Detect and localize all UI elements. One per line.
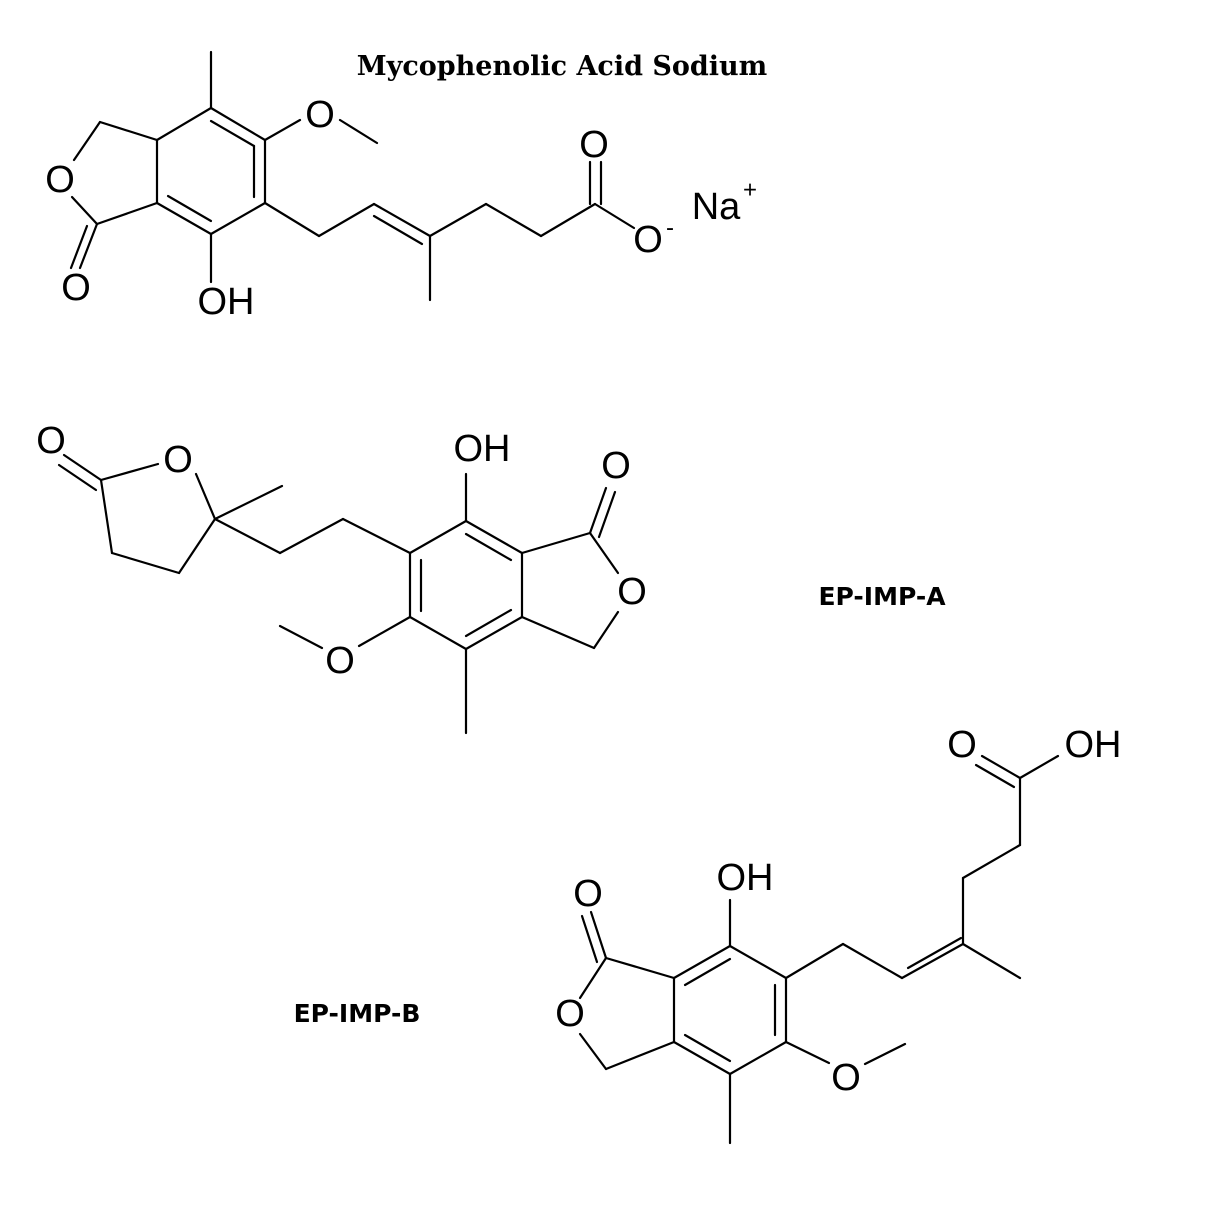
atom-acid-carbonyl-oxygen: O — [579, 124, 609, 166]
bonds-structure-2 — [57, 453, 620, 735]
atom-carbonyl-oxygen: O — [61, 267, 91, 309]
sodium-positive-charge: + — [743, 177, 757, 204]
atom-phthalide-carbonyl-oxygen: O — [573, 873, 603, 915]
atoms-structure-2: O O OH O O O — [36, 420, 647, 682]
bonds-structure-1 — [69, 50, 636, 302]
atom-sodium-counterion: Na — [692, 186, 741, 228]
structure-ep-imp-a: EP-IMP-A — [36, 420, 946, 735]
bonds-structure-3 — [578, 754, 1060, 1145]
atom-acid-hydroxyl: OH — [1065, 724, 1122, 766]
atom-phthalide-ring-oxygen: O — [617, 571, 647, 613]
atom-methoxy-oxygen: O — [325, 640, 355, 682]
atom-ring-oxygen: O — [45, 159, 75, 201]
atom-phthalide-carbonyl-oxygen: O — [601, 445, 631, 487]
structure-ep-imp-b: EP-IMP-B — [294, 724, 1122, 1145]
atom-methoxy-oxygen: O — [831, 1057, 861, 1099]
atoms-structure-3: O OH OH O O O — [555, 724, 1121, 1099]
atom-carboxylate-oxygen: O — [633, 219, 663, 261]
atom-phthalide-ring-oxygen: O — [555, 993, 585, 1035]
atom-acid-carbonyl-oxygen: O — [947, 724, 977, 766]
atom-hydroxyl: OH — [198, 281, 255, 323]
atom-hydroxyl: OH — [717, 857, 774, 899]
carboxylate-negative-charge: - — [666, 215, 674, 242]
atom-lactone-carbonyl-oxygen: O — [36, 420, 66, 462]
atom-hydroxyl: OH — [454, 428, 511, 470]
structure-mycophenolic-acid-sodium: Mycophenolic Acid Sodium — [45, 50, 767, 323]
atom-lactone-ring-oxygen: O — [163, 439, 193, 481]
atom-methoxy-oxygen: O — [305, 94, 335, 136]
caption-mycophenolic-acid-sodium: Mycophenolic Acid Sodium — [357, 51, 767, 82]
caption-ep-imp-b: EP-IMP-B — [294, 999, 421, 1028]
caption-ep-imp-a: EP-IMP-A — [818, 582, 946, 611]
atoms-structure-1: O O O OH O O - Na + — [45, 94, 757, 323]
